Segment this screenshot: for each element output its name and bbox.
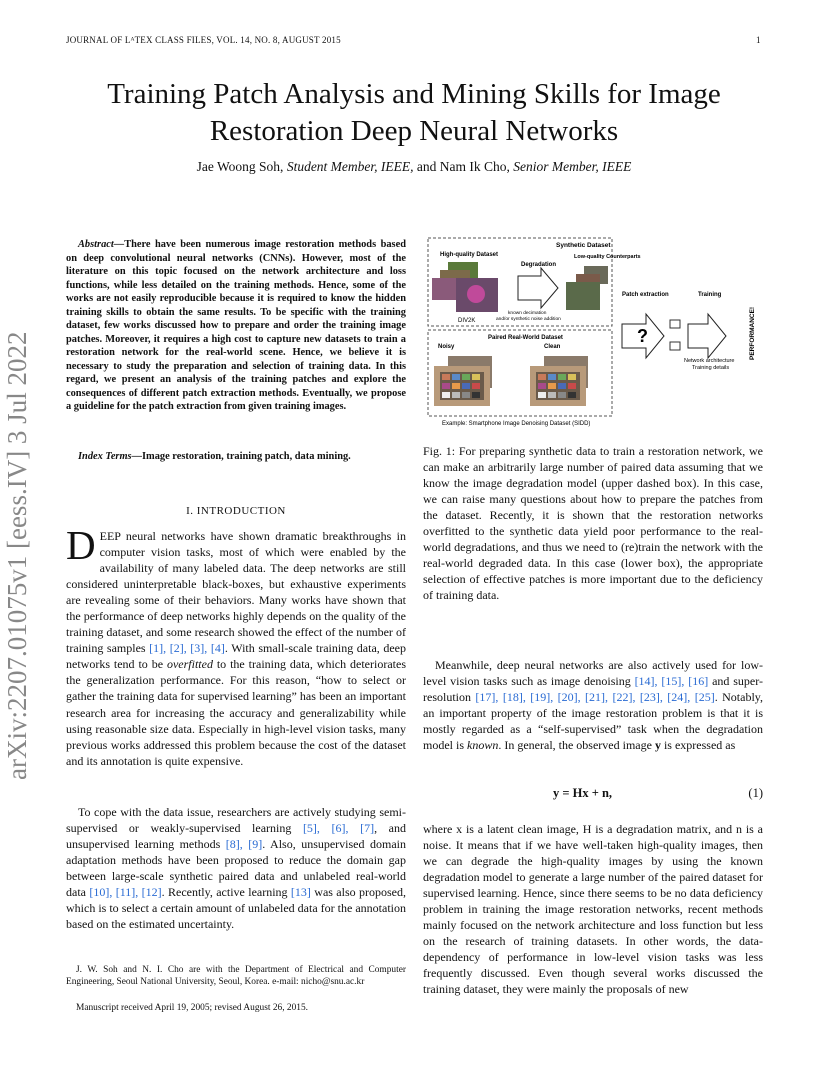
label-div2k: DIV2K xyxy=(458,318,475,324)
index-terms-text: Image restoration, training patch, data … xyxy=(142,451,351,462)
text: was also proposed, which is to select a … xyxy=(66,885,406,932)
footnote-received: Manuscript received April 19, 2005; revi… xyxy=(76,1003,308,1013)
color-checker-clean xyxy=(536,372,580,400)
label-paired-real: Paired Real-World Dataset xyxy=(488,335,563,341)
hq-image xyxy=(432,278,462,300)
lq-image xyxy=(566,282,600,310)
hq-flower xyxy=(467,285,485,303)
text: is expressed as xyxy=(660,738,736,753)
equation-number: (1) xyxy=(748,786,763,800)
paper-title: Training Patch Analysis and Mining Skill… xyxy=(107,78,721,147)
equation-expression: y = Hx + n, xyxy=(553,786,613,800)
text: to the training data, which deteriorates… xyxy=(66,657,406,768)
citation-link[interactable]: [5], [6], [7] xyxy=(302,821,375,836)
text: . Recently, active learning xyxy=(161,885,291,900)
author-1-role: Student Member, IEEE, xyxy=(286,159,414,174)
label-performance: PERFORMANCE! xyxy=(749,307,756,360)
right-paragraph-2: where x is a latent clean image, H is a … xyxy=(423,822,763,997)
text: Meanwhile, deep neural networks are also… xyxy=(423,658,763,689)
authors: Jae Woong Soh, Student Member, IEEE, and… xyxy=(60,159,768,175)
synthetic-box xyxy=(427,237,613,327)
label-training: Training xyxy=(698,292,722,298)
label-patch-extraction: Patch extraction xyxy=(622,292,669,298)
text: . With small-scale training data, deep n… xyxy=(66,641,407,672)
color-checker-noisy xyxy=(440,372,484,400)
label-synthetic: Synthetic Dataset xyxy=(556,242,611,249)
label-decimation: known decimation xyxy=(508,310,547,316)
footnote-affiliation: J. W. Soh and N. I. Cho are with the Dep… xyxy=(66,965,406,988)
patch-icon xyxy=(669,341,681,351)
patch-arrow xyxy=(621,312,665,360)
page-number: 1 xyxy=(756,35,761,45)
citation-link[interactable]: [8], [9] xyxy=(225,837,263,852)
citation-link[interactable]: [1], [2], [3], [4] xyxy=(149,641,225,656)
citation-link[interactable]: [17], [18], [19], [20], [21], [22], [23]… xyxy=(475,690,715,705)
citation-link[interactable]: [13] xyxy=(290,885,311,900)
label-train-details: Training details xyxy=(692,365,729,371)
text: EEP neural networks have shown dramatic … xyxy=(66,529,406,656)
label-net-arch: Network architecture xyxy=(684,358,734,364)
drop-cap: D xyxy=(66,522,96,568)
question-mark: ? xyxy=(637,326,648,346)
abstract-text: There have been numerous image restorati… xyxy=(66,239,406,412)
right-paragraph-1: Meanwhile, deep neural networks are also… xyxy=(423,657,763,753)
training-arrow xyxy=(687,312,727,360)
label-hq: High-quality Dataset xyxy=(440,252,498,258)
figure-1: Synthetic Dataset High-quality Dataset D… xyxy=(427,237,756,427)
text: To cope with the data issue, researchers… xyxy=(66,805,406,836)
citation-link[interactable]: [10], [11], [12] xyxy=(89,885,162,900)
label-noise: and/or synthetic noise addition xyxy=(496,316,561,322)
text: . Notably, an important property of the … xyxy=(423,690,764,753)
degradation-arrow xyxy=(517,266,559,310)
intro-paragraph-2: To cope with the data issue, researchers… xyxy=(66,804,406,932)
label-degradation: Degradation xyxy=(521,262,556,268)
label-noisy: Noisy xyxy=(438,344,455,350)
text: and super-resolution xyxy=(423,674,763,705)
text: . Also, unsupervised domain adaptation m… xyxy=(66,837,406,900)
running-header: JOURNAL OF LᴬTEX CLASS FILES, VOL. 14, N… xyxy=(66,35,341,45)
label-lq: Low-quality Counterparts xyxy=(574,254,641,260)
citation-link[interactable]: [14], [15], [16] xyxy=(634,674,709,689)
author-2-role: Senior Member, IEEE xyxy=(513,159,632,174)
author-1: Jae Woong Soh, xyxy=(196,159,284,174)
arxiv-stamp: arXiv:2207.01075v1 [eess.IV] 3 Jul 2022 xyxy=(2,331,32,780)
section-heading: I. INTRODUCTION xyxy=(186,505,286,517)
math-y: y xyxy=(654,738,661,753)
text: . In general, the observed image xyxy=(498,738,655,753)
abstract-label: Abstract— xyxy=(78,239,125,250)
patch-icon xyxy=(669,319,681,329)
real-world-box xyxy=(427,329,613,417)
figure-caption: Fig. 1: For preparing synthetic data to … xyxy=(423,444,763,603)
label-clean: Clean xyxy=(544,344,561,350)
label-sidd: Example: Smartphone Image Denoising Data… xyxy=(442,421,590,427)
emphasis: overfitted xyxy=(166,657,213,672)
index-terms: Index Terms—Image restoration, training … xyxy=(66,450,406,464)
index-terms-label: Index Terms— xyxy=(78,451,142,462)
abstract: Abstract—There have been numerous image … xyxy=(66,238,406,414)
author-2: and Nam Ik Cho, xyxy=(416,159,510,174)
text: , and unsupervised learning methods xyxy=(66,821,407,852)
emphasis: known xyxy=(467,738,499,753)
